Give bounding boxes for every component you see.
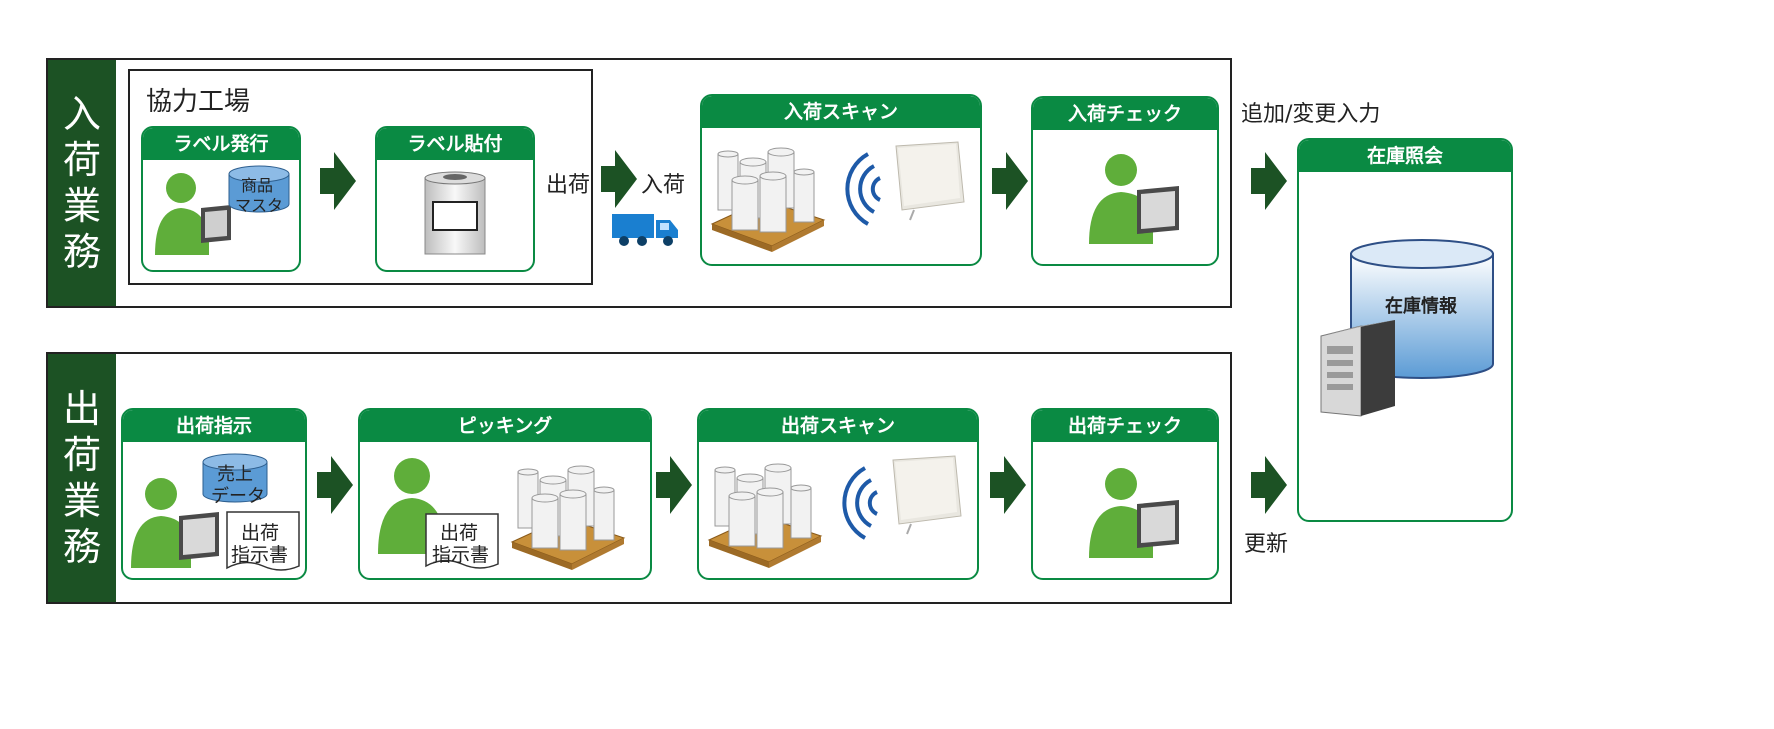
person-with-laptop-icon <box>131 478 219 568</box>
pallet-with-drums-icon <box>510 465 626 570</box>
drum-with-label-icon <box>424 171 486 255</box>
radio-waves-icon <box>842 466 878 540</box>
card-ship-instruction: 出荷指示 売上 データ 出荷 指示書 <box>121 408 307 580</box>
pallet-with-drums-icon <box>710 147 826 252</box>
card-outbound-scan: 出荷スキャン <box>697 408 979 580</box>
card-inbound-check-title: 入荷チェック <box>1033 98 1217 130</box>
inbound-lane-label: 入荷業務 <box>48 60 116 306</box>
add-change-label: 追加/変更入力 <box>1241 102 1381 127</box>
card-picking: ピッキング 出荷 指示書 <box>358 408 652 580</box>
db-inventory-label: 在庫情報 <box>1385 296 1457 317</box>
db-sales-label-2: データ <box>211 486 265 507</box>
document-icon <box>425 513 499 569</box>
ship-doc-label-2: 指示書 <box>231 544 289 566</box>
flow-arrow-icon <box>601 150 637 208</box>
picking-doc-label-1: 出荷 <box>440 522 479 544</box>
card-label-attach: ラベル貼付 <box>375 126 535 272</box>
receive-label: 入荷 <box>641 173 686 198</box>
person-with-laptop-icon <box>1089 154 1179 244</box>
flow-arrow-icon <box>656 456 692 514</box>
person-with-laptop-icon <box>1089 468 1179 558</box>
card-inbound-scan-title: 入荷スキャン <box>702 96 980 128</box>
flow-arrow-icon <box>320 152 356 210</box>
card-inbound-check: 入荷チェック <box>1031 96 1219 266</box>
card-label-issue-title: ラベル発行 <box>143 128 299 160</box>
flow-arrow-icon <box>1251 456 1287 514</box>
card-outbound-check: 出荷チェック <box>1031 408 1219 580</box>
card-outbound-check-title: 出荷チェック <box>1033 410 1217 442</box>
card-label-issue: ラベル発行 商品 マスタ <box>141 126 301 272</box>
card-stock-query: 在庫照会 在庫情報 <box>1297 138 1513 522</box>
database-icon <box>202 453 268 503</box>
supplier-group-title: 協力工場 <box>146 87 251 117</box>
card-inbound-scan: 入荷スキャン <box>700 94 982 266</box>
database-icon <box>228 165 290 213</box>
server-icon <box>1320 320 1395 417</box>
document-icon <box>226 511 300 571</box>
rfid-reader-icon <box>895 141 965 221</box>
truck-icon <box>612 214 678 246</box>
card-label-attach-title: ラベル貼付 <box>377 128 533 160</box>
flow-arrow-icon <box>1251 152 1287 210</box>
ship-label: 出荷 <box>546 173 591 198</box>
radio-waves-icon <box>845 152 881 226</box>
flow-arrow-icon <box>317 456 353 514</box>
db-sales-label-1: 売上 <box>217 464 253 485</box>
outbound-lane-label: 出荷業務 <box>48 354 116 602</box>
ship-doc-label-1: 出荷 <box>241 522 280 544</box>
person-with-laptop-icon <box>155 173 231 255</box>
card-outbound-scan-title: 出荷スキャン <box>699 410 977 442</box>
picking-doc-label-2: 指示書 <box>432 544 490 566</box>
card-stock-query-title: 在庫照会 <box>1299 140 1511 172</box>
update-label: 更新 <box>1244 532 1289 557</box>
pallet-with-drums-icon <box>707 463 823 568</box>
rfid-reader-icon <box>892 455 962 535</box>
db-product-master-label-2: マスタ <box>235 196 284 215</box>
db-product-master-label-1: 商品 <box>241 176 274 195</box>
flow-arrow-icon <box>992 152 1028 210</box>
card-picking-title: ピッキング <box>360 410 650 442</box>
flow-arrow-icon <box>990 456 1026 514</box>
card-ship-instruction-title: 出荷指示 <box>123 410 305 442</box>
